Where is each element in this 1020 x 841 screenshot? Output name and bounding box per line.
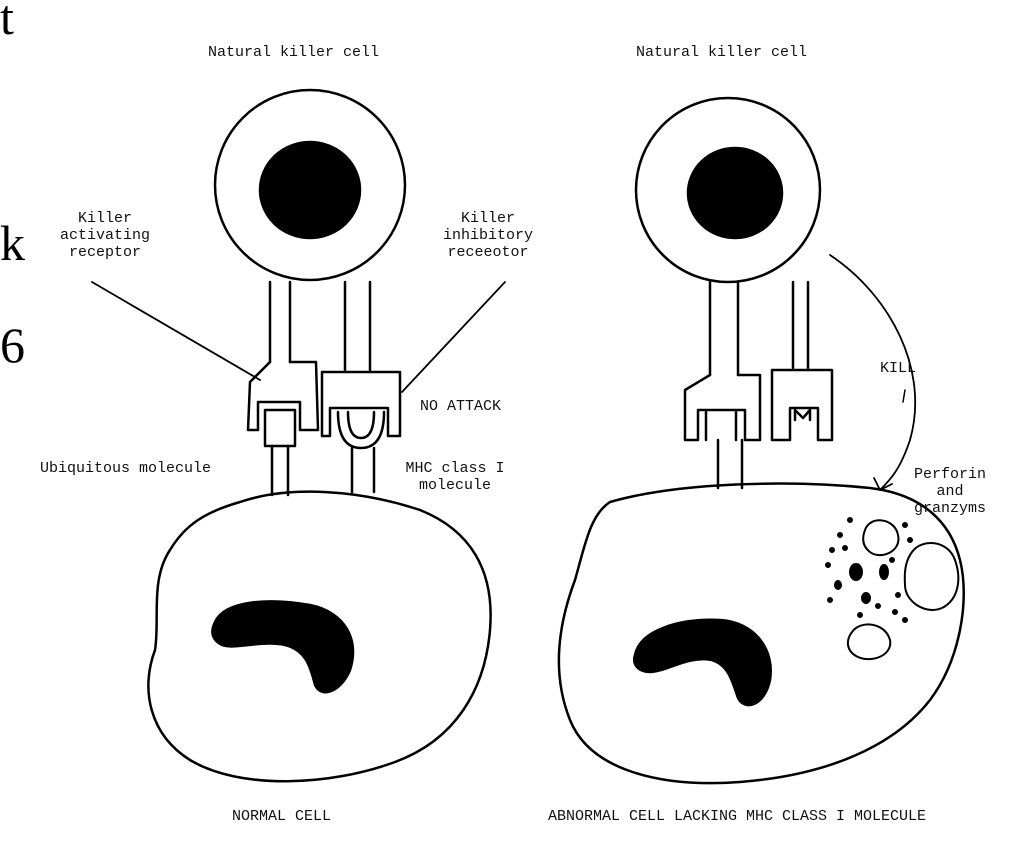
mhc-molecule-label: MHC class I molecule [385, 460, 525, 494]
no-attack-label: NO ATTACK [420, 398, 501, 415]
edge-fragment-3: 6 [0, 320, 25, 370]
left-ubiquitous-molecule [265, 410, 295, 495]
right-target-cell [559, 484, 964, 783]
left-nk-cell [215, 90, 405, 280]
left-target-nucleus [212, 601, 353, 692]
right-activating-receptor [685, 282, 760, 488]
kill-label: KILL [880, 360, 916, 377]
activating-receptor-label: Killer activating receptor [40, 210, 170, 261]
ubiquitous-molecule-label: Ubiquitous molecule [40, 460, 211, 477]
left-activating-receptor [248, 282, 318, 430]
perforin-granules [826, 518, 958, 659]
left-activating-leader [92, 282, 260, 380]
inhibitory-receptor-label: Killer inhibitory receeotor [418, 210, 558, 261]
right-panel-title: Natural killer cell [636, 44, 807, 61]
abnormal-cell-caption: ABNORMAL CELL LACKING MHC CLASS I MOLECU… [548, 808, 926, 825]
right-inhibitory-receptor [772, 282, 832, 440]
kill-tick [903, 390, 905, 402]
normal-cell-caption: NORMAL CELL [232, 808, 331, 825]
left-inhibitory-receptor [322, 282, 400, 436]
left-panel-title: Natural killer cell [208, 44, 379, 61]
right-nk-cell [636, 98, 820, 282]
edge-fragment-2: k [0, 218, 25, 268]
right-target-nucleus [634, 620, 771, 705]
left-inhibitory-leader [402, 282, 505, 392]
left-mhc-molecule [338, 412, 384, 492]
perforin-granzymes-label: Perforin and granzyms [895, 466, 1005, 517]
left-nk-cell-nucleus [260, 142, 360, 238]
edge-fragment-1: t [0, 0, 14, 42]
right-nk-cell-nucleus [688, 148, 782, 238]
